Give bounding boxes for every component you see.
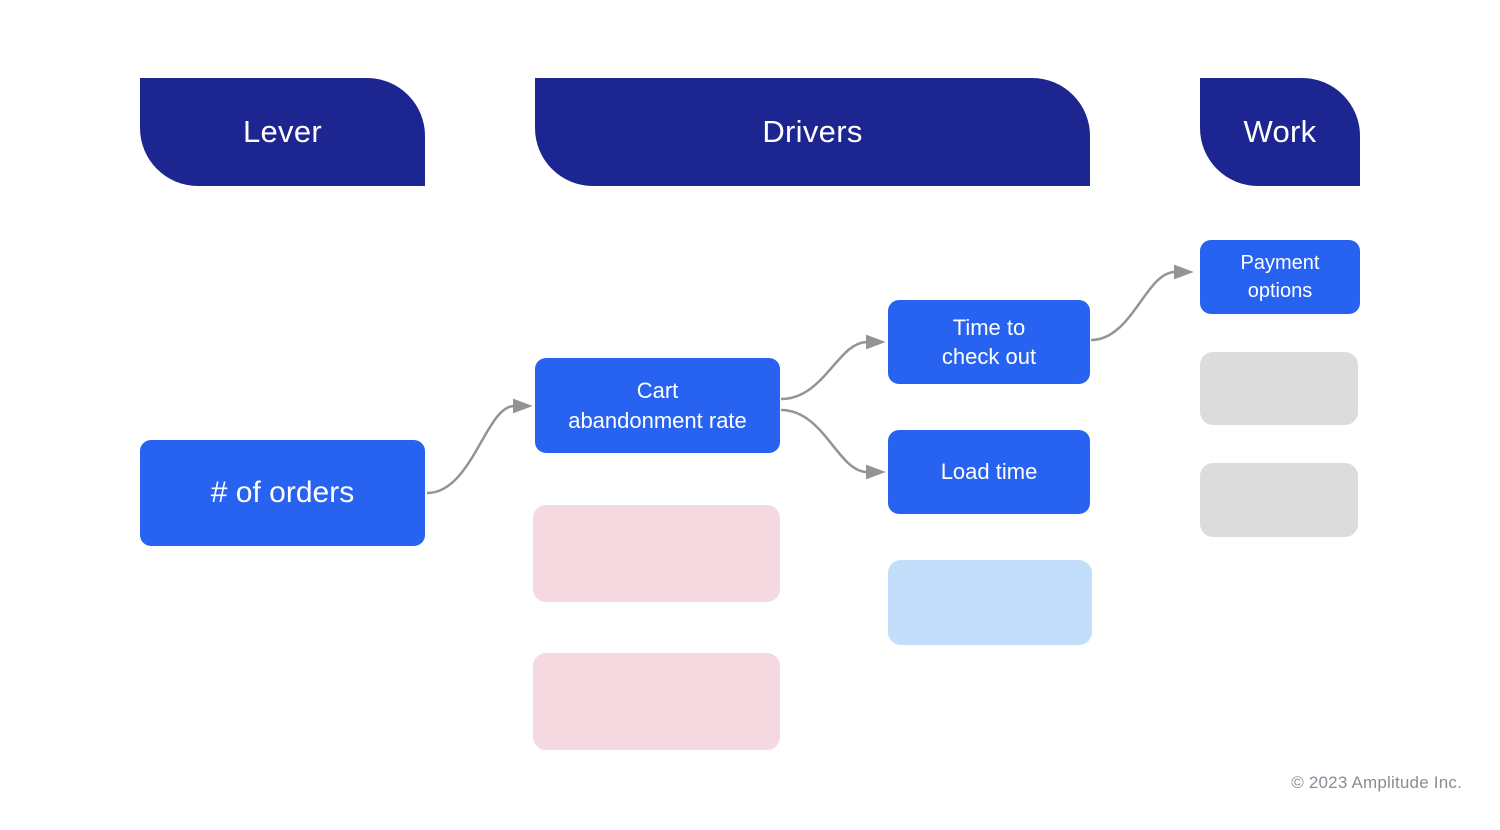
node-payment-options: Payment options	[1200, 240, 1360, 314]
edge-orders-to-cart	[426, 398, 533, 495]
node-cart-abandonment-rate-label: Cart abandonment rate	[568, 378, 747, 433]
edge-cart-to-time	[780, 334, 886, 401]
placeholder-driver-pink-2	[533, 653, 780, 750]
placeholder-driver-light-blue	[888, 560, 1092, 645]
edge-time-to-payment	[1090, 264, 1194, 342]
node-time-to-check-out-label: Time to check out	[941, 314, 1037, 369]
column-header-work-label: Work	[1243, 114, 1317, 149]
node-number-of-orders: # of orders	[140, 440, 425, 546]
node-load-time: Load time	[888, 430, 1090, 514]
copyright-text: © 2023 Amplitude Inc.	[1291, 773, 1462, 792]
node-number-of-orders-label: # of orders	[210, 476, 355, 509]
column-header-work: Work	[1200, 78, 1360, 186]
edge-cart-to-load	[780, 408, 886, 480]
column-header-lever: Lever	[140, 78, 425, 186]
node-time-to-check-out: Time to check out	[888, 300, 1090, 384]
node-payment-options-label: Payment options	[1240, 252, 1320, 302]
placeholder-work-gray-2	[1200, 463, 1358, 537]
column-header-drivers-label: Drivers	[762, 114, 863, 149]
placeholder-driver-pink-1	[533, 505, 780, 602]
placeholder-work-gray-1	[1200, 352, 1358, 425]
node-cart-abandonment-rate: Cart abandonment rate	[535, 358, 780, 453]
column-header-lever-label: Lever	[242, 114, 323, 149]
column-header-drivers: Drivers	[535, 78, 1090, 186]
node-load-time-label: Load time	[940, 459, 1038, 484]
